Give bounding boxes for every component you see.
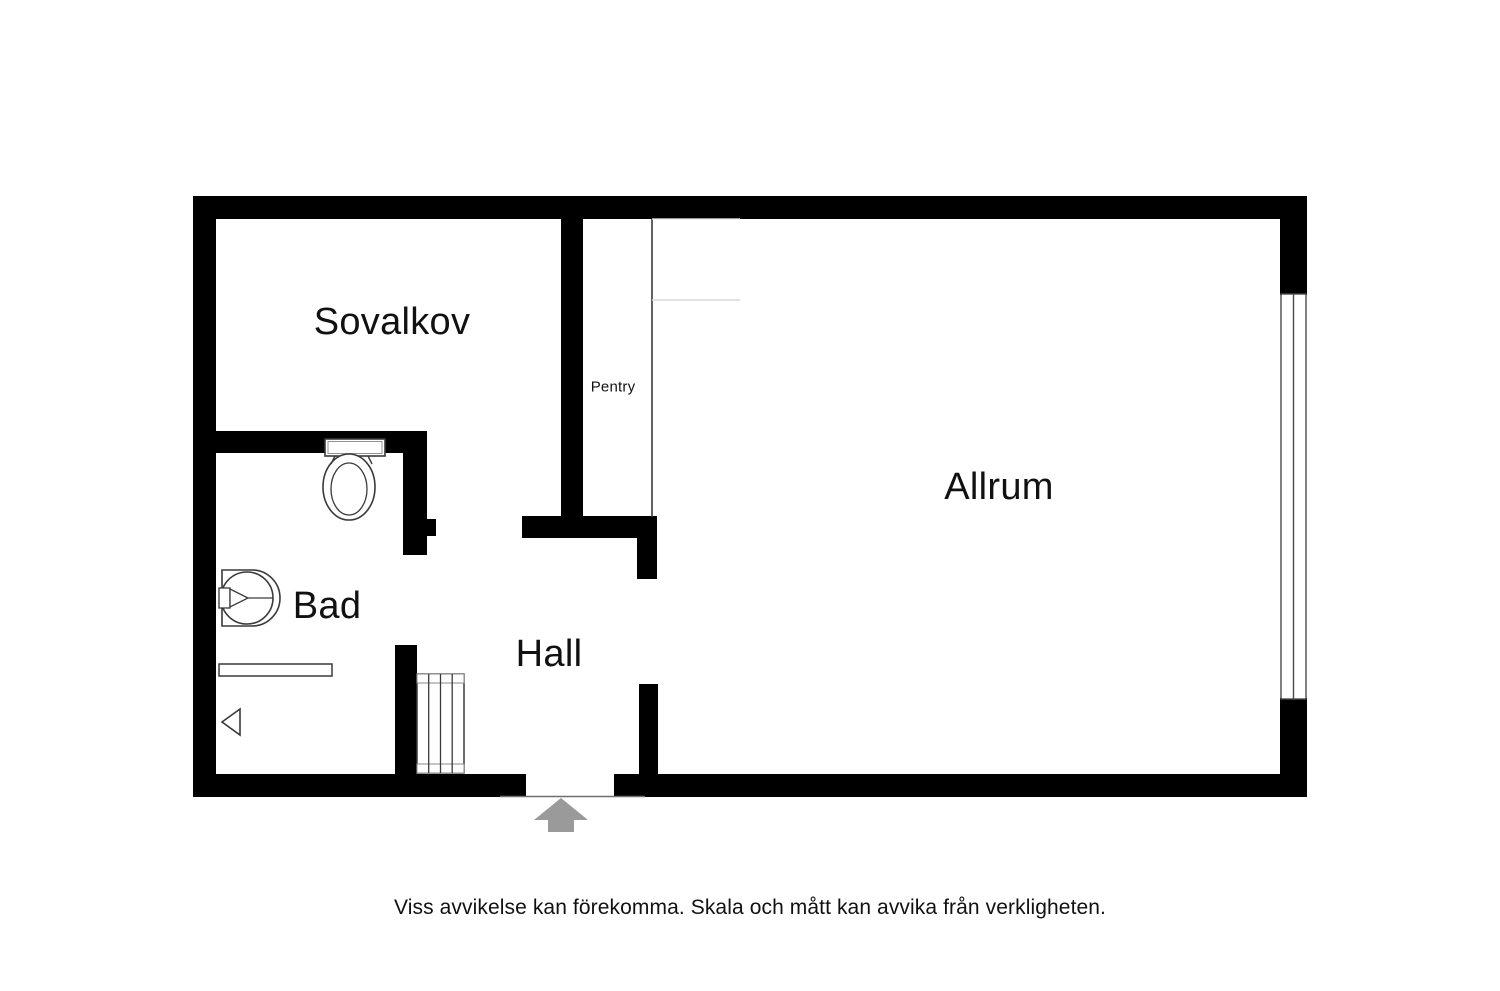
wall-pentry-south (522, 516, 657, 538)
wall-pentry-stub-south (637, 516, 657, 579)
wall-bad-nub (403, 519, 436, 536)
pentry-partition-lines (651, 218, 740, 517)
exterior-walls (193, 196, 1307, 797)
sink-fixture (218, 569, 281, 627)
room-label-pentry: Pentry (590, 378, 636, 396)
entrance-arrow (534, 798, 588, 832)
room-label-sovalkov: Sovalkov (313, 301, 471, 343)
wall-pentry-west (561, 219, 583, 527)
room-label-hall: Hall (515, 633, 583, 675)
wall-bad-east-upper (403, 431, 427, 555)
wall-east-lower (1280, 698, 1307, 797)
wall-west (193, 196, 216, 797)
room-label-bad: Bad (292, 585, 362, 627)
wall-bad-east-lower (395, 645, 417, 775)
wall-north (193, 196, 1307, 219)
toilet-fixture (322, 438, 386, 521)
wardrobe-fixture (416, 673, 465, 774)
wall-hall-east-stub (639, 684, 658, 776)
disclaimer-text: Viss avvikelse kan förekomma. Skala och … (394, 896, 1106, 919)
shower-head-fixture (220, 707, 241, 737)
wall-south-right (614, 774, 1307, 797)
wall-east-upper (1280, 196, 1307, 295)
room-label-allrum: Allrum (944, 466, 1054, 508)
wall-south-left (193, 774, 526, 797)
counter-fixture (218, 663, 333, 677)
wall-bad-north (216, 431, 427, 453)
east-window (1280, 293, 1307, 700)
